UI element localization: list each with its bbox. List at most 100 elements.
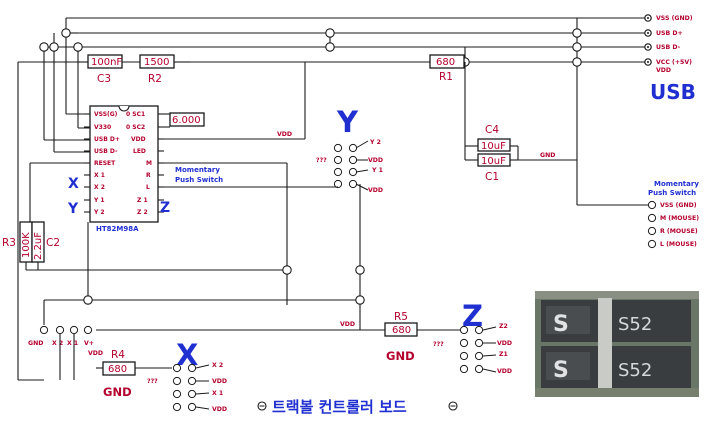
vdd-top-label: VDD: [277, 131, 292, 138]
z-pin-z2: Z2: [499, 323, 508, 330]
usb-pin-vcc: VCC (+5V): [656, 59, 692, 66]
crystal: [169, 112, 205, 127]
x-pin-x2: X 2: [212, 362, 223, 369]
header-x2: X 2: [52, 340, 63, 347]
axis-label-x: X: [176, 338, 198, 372]
z-unknown: ???: [433, 341, 444, 348]
usb-pin-dplus: USB D+: [656, 30, 683, 37]
ic-pin-vdd: VDD: [131, 136, 146, 143]
y-connector: [333, 140, 369, 191]
side-label-y: Y: [67, 201, 79, 217]
ic-pin-z2: Z 2: [137, 209, 148, 216]
gnd-net-label: GND: [540, 152, 555, 159]
z-pin-z1: Z1: [499, 351, 508, 358]
vdd-mid-label: VDD: [340, 321, 355, 328]
x-pin-x1: X 1: [212, 390, 223, 397]
side-label-z: Z: [160, 200, 170, 216]
r3-value: 100K: [21, 232, 32, 258]
photo-mark-top: S52: [618, 314, 652, 335]
header-vdd: VDD: [88, 350, 103, 357]
gnd-x-label: GND: [103, 385, 132, 399]
r2-ref: R2: [148, 73, 162, 85]
axis-label-z: Z: [462, 299, 483, 333]
ic-pin-vss: VSS(G): [94, 111, 118, 118]
x-unknown: ???: [147, 378, 158, 385]
usb-vdd-label: VDD: [656, 67, 671, 74]
x-connector: [172, 363, 210, 412]
switch-pin-r: R (MOUSE): [660, 228, 698, 235]
y-pin-vdd2: VDD: [368, 187, 383, 194]
header-vplus: V+: [84, 340, 94, 347]
c1-value: 10uF: [481, 156, 506, 167]
switch-pin-l: L (MOUSE): [660, 241, 697, 248]
r5-ref: R5: [394, 311, 408, 323]
z-pin-vdd2: VDD: [497, 368, 512, 375]
c3-ref: C3: [97, 73, 111, 85]
usb-title: USB: [650, 80, 696, 104]
r4-value: 680: [108, 364, 127, 375]
c4-ref: C4: [485, 124, 499, 136]
ic-pin-dplus: USB D+: [94, 136, 120, 143]
switch-label-line2: Push Switch: [175, 176, 223, 184]
ic-name: HT82M98A: [96, 225, 139, 233]
svg-text:S: S: [553, 358, 569, 383]
ic-pin-osc1: 0 SC1: [126, 111, 145, 118]
c1-ref: C1: [485, 171, 499, 183]
ic-pin-y2: Y 2: [93, 209, 105, 216]
ic-pin-l: L: [146, 184, 150, 191]
photo-mark-bottom: S52: [618, 360, 652, 381]
ic-pin-m: M: [146, 160, 152, 167]
ic-chip: [89, 105, 159, 223]
component-photo: S S S52 S52: [535, 291, 699, 397]
r4-ref: R4: [111, 349, 125, 361]
y-pin-y2: Y 2: [369, 139, 381, 146]
right-switch-label-line2: Push Switch: [648, 189, 696, 197]
side-label-x: X: [68, 176, 79, 192]
ic-pin-osc2: 0 SC2: [126, 124, 145, 131]
ic-pin-y1: Y 1: [93, 197, 105, 204]
ic-pin-reset: RESET: [94, 160, 116, 167]
y-pin-y1: Y 1: [371, 167, 383, 174]
switch-pin-vss: VSS (GND): [660, 202, 697, 209]
r2-value: 1500: [144, 57, 169, 68]
usb-pin-vss: VSS (GND): [656, 15, 693, 22]
ic-pin-z1: Z 1: [137, 197, 148, 204]
header-gnd: GND: [28, 340, 43, 347]
c2-value: 2.2uF: [33, 232, 44, 260]
mid-junctions: [83, 265, 365, 305]
r5-value: 680: [392, 325, 411, 336]
ic-pin-led: LED: [133, 148, 146, 155]
ic-pin-x1: X 1: [94, 172, 105, 179]
c4-value: 10uF: [481, 141, 506, 152]
axis-label-y: Y: [336, 105, 359, 139]
x-pin-vdd1: VDD: [212, 378, 227, 385]
header-x1: X 1: [67, 340, 78, 347]
usb-pin-dminus: USB D-: [656, 44, 681, 51]
c2-ref: C2: [46, 237, 60, 249]
ic-pin-v330: V330: [94, 124, 111, 131]
ic-pin-x2: X 2: [94, 184, 105, 191]
ic-pin-r: R: [146, 172, 151, 179]
switch-pin-m: M (MOUSE): [660, 215, 699, 222]
c3-value: 100nF: [91, 57, 122, 68]
r1-value: 680: [436, 57, 455, 68]
bus-junctions: [39, 28, 582, 67]
r1-ref: R1: [439, 71, 453, 83]
r3-ref: R3: [2, 237, 16, 249]
footer-title: 트랙볼 컨트롤러 보드: [272, 398, 407, 416]
switch-label-line1: Momentary: [175, 166, 220, 174]
crystal-value: 6.000: [172, 115, 201, 126]
svg-text:S: S: [553, 312, 569, 337]
z-connector: [459, 325, 497, 374]
capacitor-c4: [477, 138, 511, 152]
y-pin-vdd1: VDD: [368, 157, 383, 164]
gnd-z-label: GND: [386, 349, 415, 363]
right-switch-pins: [647, 200, 657, 249]
right-switch-label-line1: Momentary: [654, 180, 699, 188]
ic-pin-dminus: USB D-: [94, 148, 118, 155]
resistor-r1: [429, 54, 465, 69]
bottom-header: [39, 325, 93, 335]
y-unknown: ???: [316, 157, 327, 164]
